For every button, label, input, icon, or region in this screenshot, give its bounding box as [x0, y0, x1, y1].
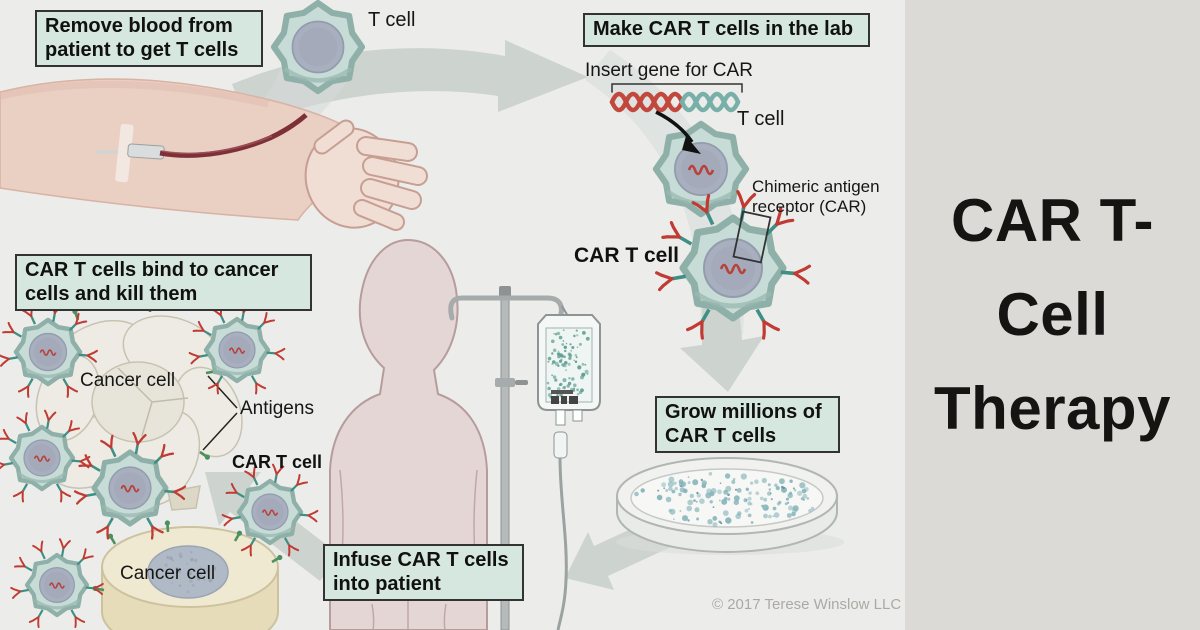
copyright-notice: © 2017 Terese Winslow LLC — [712, 596, 902, 613]
receptor-highlight-box — [732, 210, 772, 264]
label-antigens: Antigens — [240, 398, 314, 419]
cancer-cell-broken — [35, 315, 243, 517]
t-cell-top-illustration — [274, 3, 362, 91]
antigen-pointer-lines — [202, 375, 238, 451]
label-cancer-cell-bottom: Cancer cell — [120, 563, 216, 584]
arrow-cell-to-grow — [680, 297, 764, 392]
title-line-1: CAR T- — [951, 187, 1154, 254]
label-cancer-cell-top: Cancer cell — [80, 370, 176, 391]
label-t-cell-top: T cell — [368, 9, 416, 31]
step-box-remove-blood: Remove blood from patient to get T cells — [35, 10, 263, 68]
iv-bag — [537, 305, 601, 630]
step-box-grow-millions: Grow millions of CAR T cells — [655, 396, 840, 454]
label-insert-gene: Insert gene for CAR — [585, 60, 753, 81]
iv-pole — [448, 286, 564, 630]
step-box-bind-kill: CAR T cells bind to cancer cells and kil… — [15, 254, 312, 312]
label-car-t-cell-bottom: CAR T cell — [232, 452, 323, 472]
step-box-infuse: Infuse CAR T cells into patient — [323, 544, 524, 602]
title-line-3: Therapy — [934, 375, 1171, 442]
step-box-make-car-t: Make CAR T cells in the lab — [583, 13, 870, 47]
iv-catheter-icon — [96, 123, 165, 183]
title-line-2: Cell — [996, 281, 1109, 348]
petri-dish — [616, 457, 844, 555]
title-panel: CAR T- Cell Therapy — [905, 0, 1200, 630]
label-t-cell-mid: T cell — [737, 108, 785, 130]
t-cell-lab-illustration — [656, 124, 746, 214]
label-chimeric-receptor: Chimeric antigen receptor (CAR) — [752, 177, 880, 217]
cancer-cell-intact — [90, 518, 285, 630]
arm-illustration — [0, 78, 428, 231]
insert-gene-arrow — [655, 110, 701, 154]
label-car-t-cell: CAR T cell — [574, 244, 680, 267]
dna-strand-illustration — [609, 83, 743, 113]
blood-tube — [159, 113, 308, 158]
